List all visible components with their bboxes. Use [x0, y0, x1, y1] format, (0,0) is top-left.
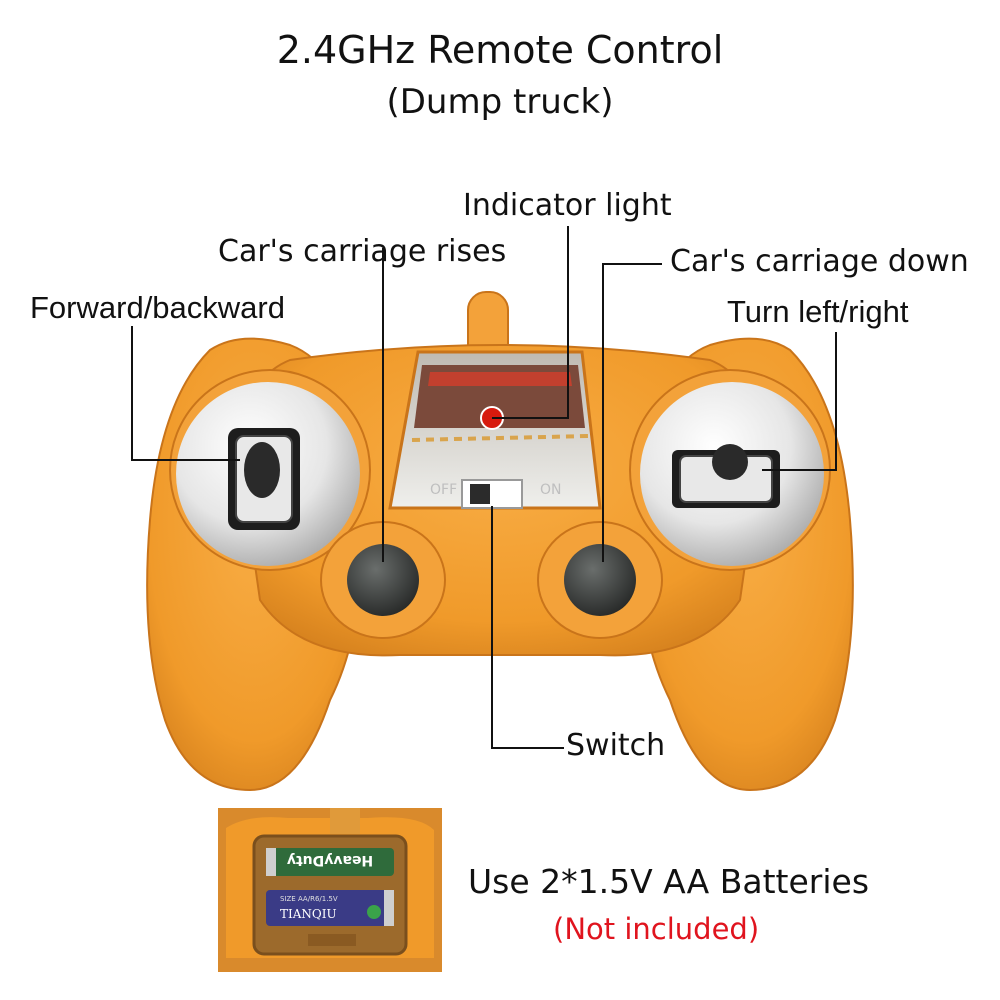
battery-brand-bottom: TIANQIU: [280, 907, 337, 921]
indicator-panel: [388, 350, 602, 510]
battery-brand-top: HeavyDuty: [287, 852, 373, 868]
title: 2.4GHz Remote Control: [276, 28, 724, 72]
callout-carriage-down: Car's carriage down: [670, 244, 969, 279]
battery-tianqiu: SIZE AA/R6/1.5V TIANQIU: [266, 890, 394, 926]
battery-size-text: SIZE AA/R6/1.5V: [280, 895, 338, 903]
battery-not-included-note: (Not included): [553, 912, 760, 946]
carriage-rise-button[interactable]: [347, 544, 419, 616]
carriage-down-button[interactable]: [564, 544, 636, 616]
subtitle: (Dump truck): [386, 82, 614, 122]
callout-lines: [131, 226, 837, 749]
left-stick[interactable]: [228, 428, 300, 530]
power-switch[interactable]: OFF ON: [430, 479, 562, 509]
battery-instruction: Use 2*1.5V AA Batteries: [468, 862, 870, 901]
callout-carriage-rises: Car's carriage rises: [218, 234, 507, 269]
battery-heavy-duty: HeavyDuty: [266, 848, 394, 876]
callout-indicator-light: Indicator light: [463, 188, 672, 223]
right-stick[interactable]: [672, 444, 780, 508]
switch-on-label: ON: [540, 482, 562, 498]
callout-switch: Switch: [566, 728, 666, 763]
callout-turn-left-right: Turn left/right: [727, 294, 909, 329]
switch-off-label: OFF: [430, 482, 457, 498]
callout-forward-backward: Forward/backward: [30, 290, 285, 325]
battery-compartment-photo: HeavyDuty SIZE AA/R6/1.5V TIANQIU: [218, 808, 442, 972]
